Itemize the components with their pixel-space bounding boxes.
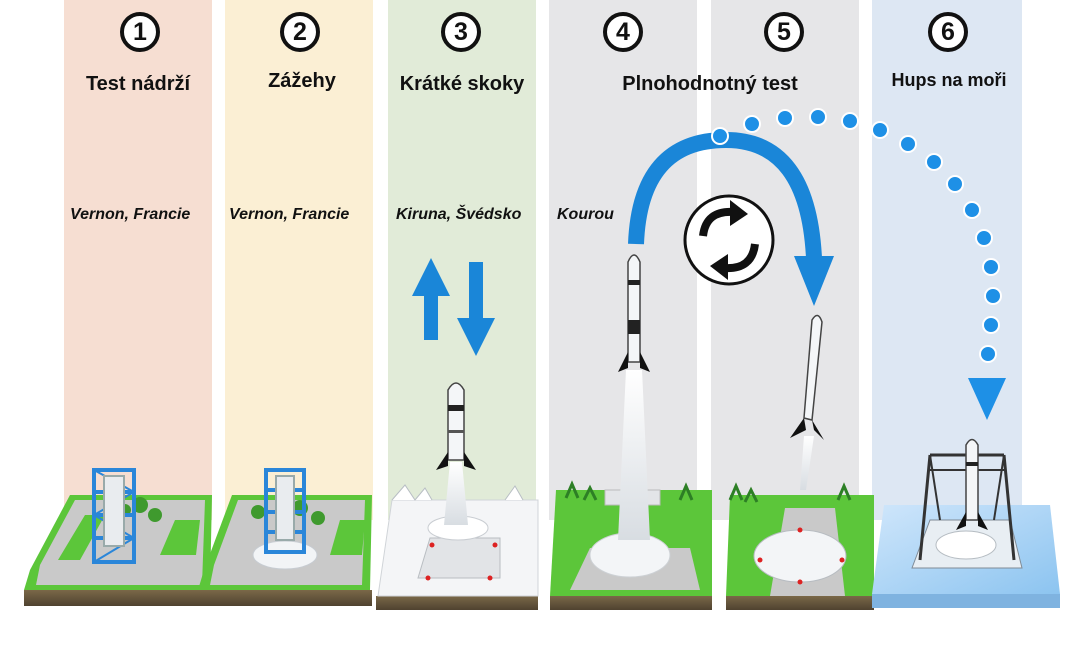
stage-3-tile (376, 484, 539, 610)
stage-6-title: Hups na moři (891, 70, 1007, 90)
rocket-icon (436, 382, 476, 525)
stage-2-title: Zážehy (268, 70, 336, 92)
dotted-trajectory-icon (711, 108, 1006, 420)
stage-4-column (549, 0, 697, 520)
stage-3-location: Kiruna, Švédsko (396, 206, 522, 223)
stage-3-number-icon: 3 (441, 12, 481, 52)
sea-platform-icon (872, 453, 1060, 608)
stage-1-location: Vernon, Francie (70, 206, 191, 223)
rocket-icon (790, 314, 824, 490)
rocket-icon (956, 438, 988, 530)
stage-1-title: Test nádrží (85, 73, 191, 95)
launch-tower-icon (264, 468, 306, 554)
stage-4-number-icon: 4 (603, 12, 643, 52)
stage-6-number-icon: 6 (928, 12, 968, 52)
stage-3-title: Krátké skoky (399, 73, 525, 95)
launch-tower-icon (92, 468, 136, 564)
stage-2-number-icon: 2 (280, 12, 320, 52)
stage-2-tile (198, 495, 372, 606)
stage-1-number-icon: 1 (120, 12, 160, 52)
reuse-cycle-icon (683, 194, 775, 286)
stage-5-number-icon: 5 (764, 12, 804, 52)
stage-1-column (64, 0, 212, 520)
stage-4-location: Kourou (557, 206, 614, 223)
stage-2-location: Vernon, Francie (229, 206, 350, 223)
rocket-icon (618, 254, 650, 540)
stage-4-tile (550, 480, 712, 610)
stage-4-title: Plnohodnotný test (622, 73, 798, 95)
up-down-arrows-icon (412, 258, 495, 356)
stage-5-tile (726, 482, 874, 610)
stage-2-column (225, 0, 373, 520)
stage-6-column (872, 0, 1022, 520)
